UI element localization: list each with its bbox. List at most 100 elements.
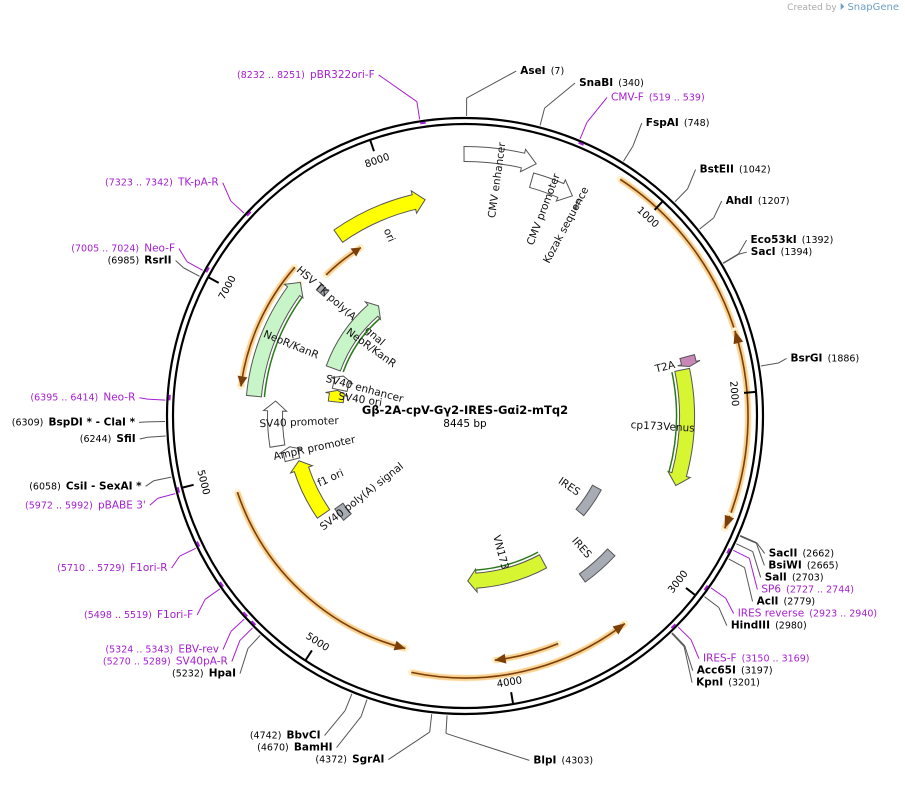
- enzyme-position: (2665): [807, 560, 839, 571]
- orf-arrow[interactable]: [727, 327, 752, 517]
- orf-arrow[interactable]: [322, 244, 365, 279]
- primer-pbr322ori-f[interactable]: (8232 .. 8251) pBR322ori-F: [237, 63, 426, 125]
- svg-text:(4372) SgrAI: (4372) SgrAI: [315, 748, 384, 767]
- site-bspdi-clai[interactable]: (6309) BspDI * - ClaI *: [12, 410, 166, 429]
- site-sfii[interactable]: (6244) SfiI: [80, 427, 166, 446]
- site-csii-sexai[interactable]: (6058) CsiI - SexAI *: [29, 474, 172, 493]
- feature-neor-kanr[interactable]: NeoR/KanR: [245, 281, 320, 398]
- backbone-circle: [165, 116, 765, 716]
- orf-arrow[interactable]: [233, 488, 409, 652]
- enzyme-name: RsrII: [144, 255, 171, 267]
- enzyme-name: FspAI: [646, 117, 679, 129]
- feature-cp173venus[interactable]: cp173Venus: [630, 367, 695, 487]
- svg-text:(7323 .. 7342) TK-pA-R: (7323 .. 7342) TK-pA-R: [105, 171, 219, 190]
- ruler-label: 5000: [303, 631, 330, 654]
- feature-label: IRES: [556, 475, 583, 498]
- feature-ori[interactable]: ori: [333, 189, 426, 244]
- primer-f1ori-r[interactable]: (5710 .. 5729) F1ori-R: [57, 541, 201, 576]
- primer-ires-f[interactable]: IRES-F (3150 .. 3169): [670, 623, 809, 665]
- orf-arrow[interactable]: [491, 640, 562, 664]
- site-bbvci[interactable]: (4742) BbvCI: [250, 693, 353, 743]
- feature-label: cp173Venus: [630, 419, 695, 434]
- enzyme-position: (6309): [12, 417, 44, 428]
- enzyme-position: (6244): [80, 434, 112, 445]
- svg-text:(5710 .. 5729) F1ori-R: (5710 .. 5729) F1ori-R: [57, 556, 167, 575]
- site-kpni[interactable]: KpnI (3201): [671, 633, 760, 689]
- primer-ires-reverse[interactable]: IRES reverse (2923 .. 2940): [703, 584, 877, 621]
- feature-cmv-enhancer[interactable]: CMV enhancer: [463, 141, 537, 219]
- site-asei[interactable]: AseI (7): [466, 59, 565, 117]
- enzyme-position: (2703): [792, 572, 824, 583]
- feature-label: T2A: [653, 359, 677, 376]
- site-sacii[interactable]: SacII (2662): [739, 535, 834, 561]
- primer-cmv-f[interactable]: CMV-F (519 .. 539): [578, 85, 705, 146]
- plasmid-length: 8445 bp: [443, 418, 487, 430]
- site-sgrai[interactable]: (4372) SgrAI: [315, 714, 433, 767]
- svg-text:Eco53kI (1392): Eco53kI (1392): [751, 228, 834, 247]
- svg-text:Acc65I (3197): Acc65I (3197): [697, 659, 773, 678]
- site-acli[interactable]: AclI (2779): [728, 558, 815, 608]
- site-acc65i[interactable]: Acc65I (3197): [671, 632, 773, 678]
- ruler-label: 2000: [727, 381, 740, 407]
- site-eco53ki[interactable]: Eco53kI (1392): [722, 228, 834, 264]
- site-bamhi[interactable]: (4670) BamHI: [257, 699, 368, 755]
- enzyme-position: (1392): [802, 235, 834, 246]
- site-saci[interactable]: SacI (1394): [723, 240, 812, 264]
- svg-text:(6244) SfiI: (6244) SfiI: [80, 427, 136, 446]
- snapgene-logo-icon: ⏵: [839, 2, 845, 13]
- primer-name: EBV-rev: [178, 644, 219, 656]
- enzyme-position: (2662): [802, 548, 834, 559]
- primer-sp6[interactable]: SP6 (2727 .. 2744): [726, 548, 854, 596]
- svg-text:CMV-F (519 .. 539): CMV-F (519 .. 539): [611, 85, 705, 104]
- primer-neo-f[interactable]: (7005 .. 7024) Neo-F: [71, 237, 210, 273]
- primer-range: (519 .. 539): [649, 92, 705, 103]
- primer-ebv-rev[interactable]: (5324 .. 5343) EBV-rev: [105, 611, 248, 656]
- enzyme-name: BlpI: [533, 754, 556, 766]
- ruler-tick: [743, 390, 757, 394]
- site-hindiii[interactable]: HindIII (2980): [704, 596, 807, 633]
- site-snabi[interactable]: SnaBI (340): [539, 71, 644, 126]
- feature-t2a[interactable]: T2A: [653, 354, 701, 376]
- feature-ires[interactable]: IRES: [556, 475, 602, 517]
- site-sali[interactable]: SalI (2703): [736, 543, 824, 585]
- primer-pbabe-3[interactable]: (5972 .. 5992) pBABE 3': [25, 487, 181, 512]
- primer-neo-r[interactable]: (6395 .. 6414) Neo-R: [30, 386, 171, 405]
- primer-tk-pa-r[interactable]: (7323 .. 7342) TK-pA-R: [105, 171, 252, 217]
- site-bsrgi[interactable]: BsrGI (1886): [760, 347, 859, 367]
- svg-text:BstEII (1042): BstEII (1042): [700, 158, 771, 177]
- snapgene-credit: Created by ⏵ SnapGene: [787, 2, 899, 13]
- svg-text:(7005 .. 7024) Neo-F: (7005 .. 7024) Neo-F: [71, 237, 175, 256]
- feature-ires[interactable]: IRES: [569, 535, 616, 583]
- site-blpi[interactable]: BlpI (4303): [445, 715, 593, 767]
- primer-range: (5324 .. 5343): [105, 645, 173, 656]
- site-bsteii[interactable]: BstEII (1042): [674, 158, 771, 203]
- ruler-label: 7000: [217, 274, 239, 302]
- feature-label: ori: [381, 227, 397, 244]
- orf-arrow[interactable]: [407, 620, 629, 682]
- primer-sv40pa-r[interactable]: (5270 .. 5289) SV40pA-R: [103, 620, 257, 669]
- feature-neor-kanr[interactable]: NeoR/KanR: [325, 300, 398, 373]
- ruler-tick: [207, 276, 220, 284]
- site-bsiwi[interactable]: BsiWI (2665): [739, 535, 839, 572]
- site-ahdi[interactable]: AhdI (1207): [699, 189, 790, 230]
- ruler-label: 4000: [496, 675, 523, 690]
- site-rsrii[interactable]: (6985) RsrII: [108, 249, 200, 277]
- primer-f1ori-f[interactable]: (5498 .. 5519) F1ori-F: [84, 581, 224, 622]
- site-hpai[interactable]: (5232) HpaI: [172, 634, 261, 680]
- primer-name: pBABE 3': [98, 499, 146, 511]
- svg-text:(6395 .. 6414) Neo-R: (6395 .. 6414) Neo-R: [30, 386, 135, 405]
- site-fspai[interactable]: FspAI (748): [623, 111, 709, 162]
- feature-ampr-promoter[interactable]: AmpR promoter: [272, 434, 357, 463]
- feature-sv40-promoter[interactable]: SV40 promoter: [259, 400, 340, 448]
- feature-vn173[interactable]: VN173: [467, 534, 548, 594]
- svg-text:SacII (2662): SacII (2662): [769, 541, 834, 560]
- enzyme-position: (1207): [758, 196, 790, 207]
- enzyme-name: Acc65I: [697, 665, 736, 677]
- svg-text:SacI (1394): SacI (1394): [751, 240, 812, 259]
- primer-name: Neo-F: [144, 243, 175, 255]
- svg-text:(5270 .. 5289) SV40pA-R: (5270 .. 5289) SV40pA-R: [103, 650, 228, 669]
- ruler-tick: [369, 139, 375, 152]
- primer-name: SP6: [761, 583, 781, 595]
- primer-range: (5972 .. 5992): [25, 500, 93, 511]
- orf-arrow[interactable]: [237, 263, 299, 390]
